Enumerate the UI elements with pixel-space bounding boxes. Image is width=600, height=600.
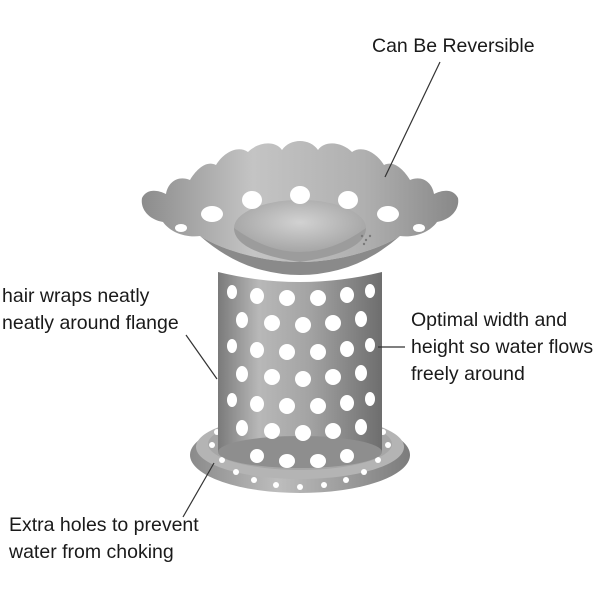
leader-line-reversible: [384, 61, 441, 178]
leader-line-holes: [182, 462, 215, 518]
callout-hair-wraps: hair wraps neatly neatly around flange: [2, 283, 179, 337]
callout-line: Can Be Reversible: [372, 35, 535, 57]
flower-flange: [141, 141, 459, 275]
callout-line: Extra holes to prevent: [9, 514, 199, 536]
callout-extra-holes: Extra holes to prevent water from chokin…: [9, 512, 199, 566]
tube-holes: [227, 284, 375, 468]
callout-line: neatly around flange: [2, 312, 179, 334]
callout-line: freely around: [411, 363, 525, 385]
callout-optimal-width: Optimal width and height so water flows …: [411, 307, 593, 388]
callout-reversible: Can Be Reversible: [372, 33, 535, 60]
callout-line: Optimal width and: [411, 309, 568, 331]
bowl-pinholes: [360, 234, 372, 246]
callout-line: hair wraps neatly: [2, 285, 150, 307]
callout-line: water from choking: [9, 541, 174, 563]
flange-holes: [175, 186, 425, 232]
leader-line-hair: [185, 334, 218, 380]
callout-line: height so water flows: [411, 336, 594, 358]
